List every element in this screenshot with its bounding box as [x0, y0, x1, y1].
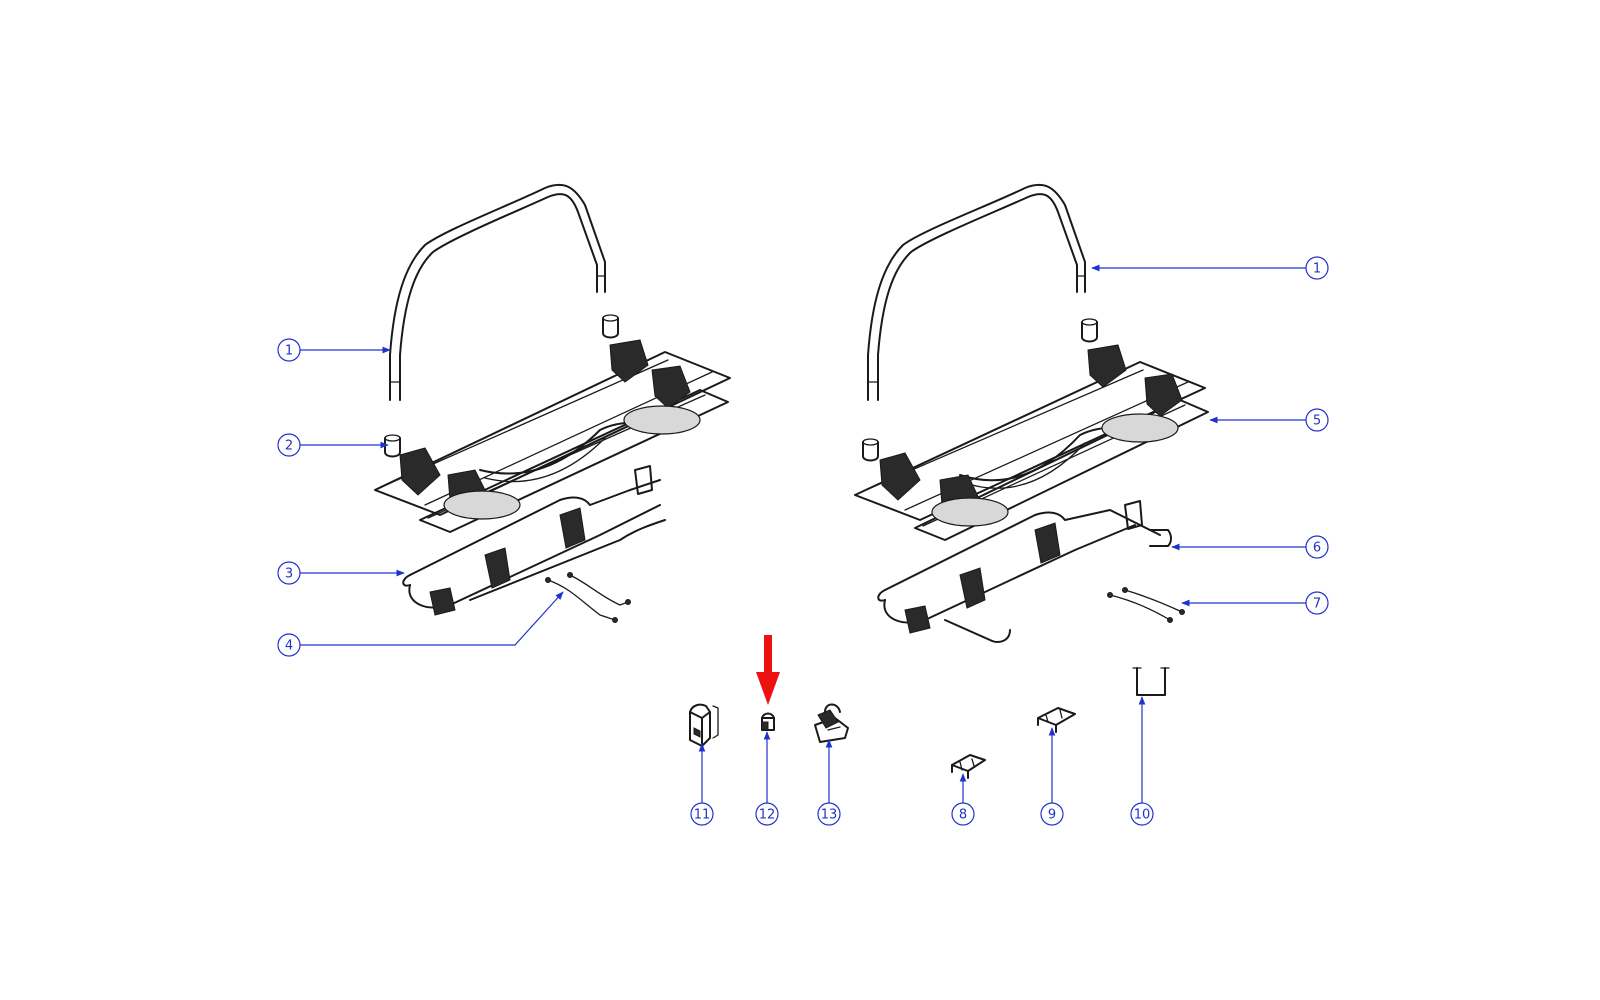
svg-text:12: 12 — [759, 808, 776, 823]
svg-text:7: 7 — [1313, 597, 1321, 612]
callout-8: 8 — [951, 802, 975, 826]
callout-12: 12 — [755, 802, 779, 826]
left-base-frame — [402, 465, 666, 616]
svg-text:4: 4 — [285, 639, 293, 654]
right-hoop-frame — [867, 183, 1086, 401]
svg-text:3: 3 — [285, 567, 293, 582]
callout-9: 9 — [1040, 802, 1064, 826]
part-13-mount — [814, 703, 849, 743]
left-assembly: 1 2 3 4 — [277, 183, 731, 657]
part-9-plate — [1037, 707, 1076, 733]
callout-10: 10 — [1130, 802, 1154, 826]
callout-left-4: 4 — [277, 633, 301, 657]
svg-text:1: 1 — [285, 344, 293, 359]
left-straps — [545, 572, 631, 623]
part-11-bracket — [689, 703, 719, 747]
left-hoop-frame — [389, 183, 606, 401]
callout-11: 11 — [690, 802, 714, 826]
part-8-plate — [951, 754, 986, 779]
down-arrow-icon — [756, 635, 780, 705]
right-straps — [1107, 587, 1185, 623]
callout-13: 13 — [817, 802, 841, 826]
svg-text:2: 2 — [285, 439, 293, 454]
callout-left-2: 2 — [277, 433, 301, 457]
callout-right-6: 6 — [1305, 535, 1329, 559]
callout-left-1: 1 — [277, 338, 301, 362]
svg-text:6: 6 — [1313, 541, 1321, 556]
left-rail-assembly — [374, 314, 731, 533]
callout-right-5: 5 — [1305, 408, 1329, 432]
svg-text:8: 8 — [959, 808, 967, 823]
callout-left-3: 3 — [277, 561, 301, 585]
part-12-cap — [761, 712, 775, 731]
svg-text:10: 10 — [1134, 808, 1151, 823]
right-rail-assembly — [854, 318, 1209, 541]
svg-text:11: 11 — [694, 808, 711, 823]
part-10-u-bracket — [1132, 667, 1170, 696]
small-parts-row: 11 12 13 8 9 10 — [689, 667, 1170, 826]
svg-text:1: 1 — [1313, 262, 1321, 277]
callout-right-7: 7 — [1305, 591, 1329, 615]
right-base-frame — [877, 500, 1172, 643]
callout-right-1: 1 — [1305, 256, 1329, 280]
svg-text:13: 13 — [821, 808, 838, 823]
svg-text:5: 5 — [1313, 414, 1321, 429]
right-assembly: 1 5 6 7 — [854, 183, 1329, 643]
svg-text:9: 9 — [1048, 808, 1056, 823]
